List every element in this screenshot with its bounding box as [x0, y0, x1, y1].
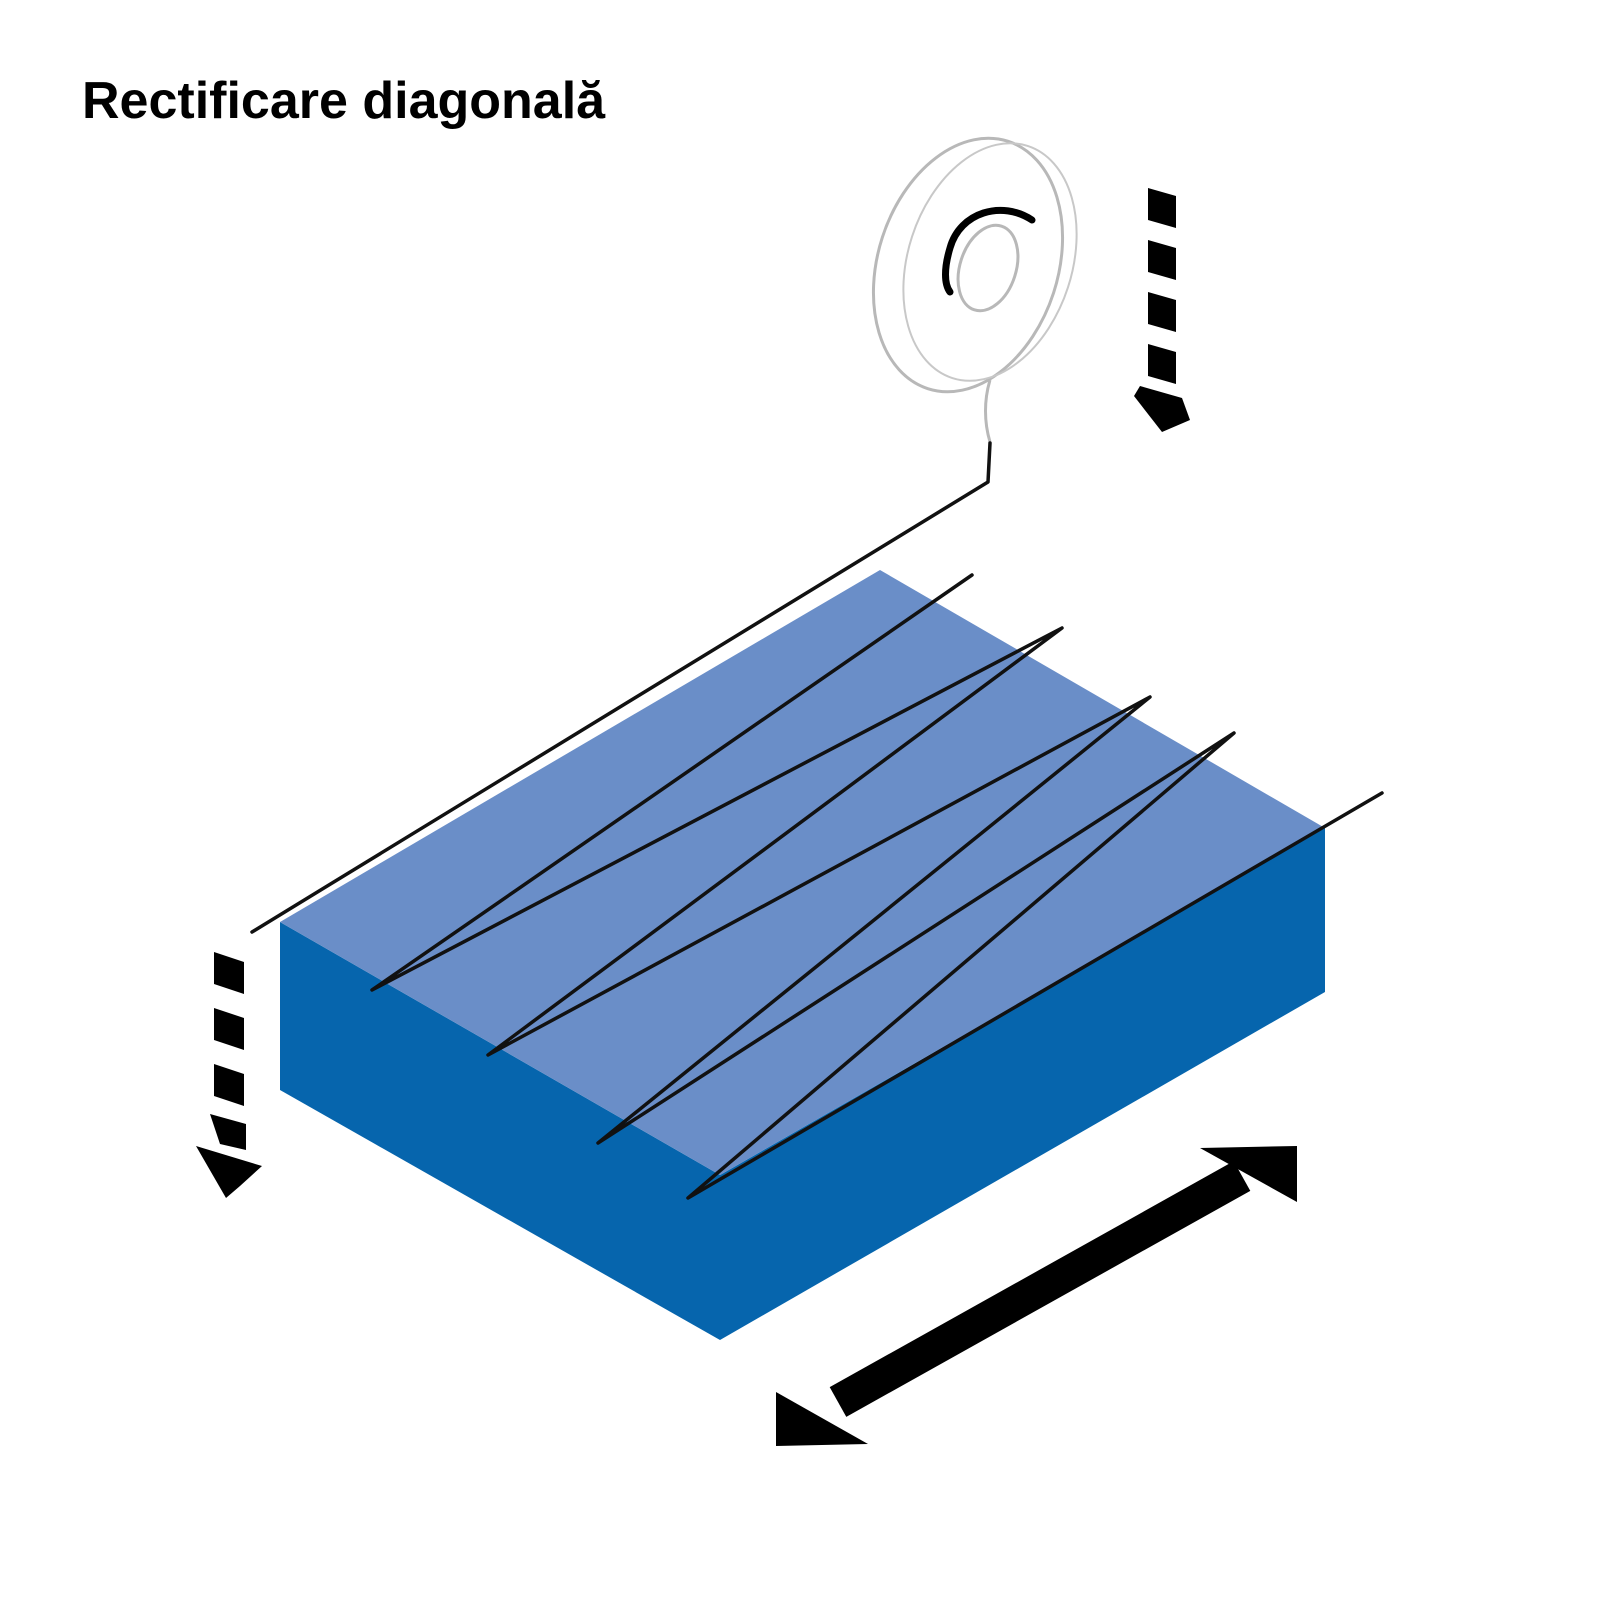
- page-title: Rectificare diagonală: [82, 72, 606, 130]
- tool-path: [250, 441, 1384, 1200]
- workpiece-block: [280, 570, 1325, 1340]
- block-front-face: [280, 922, 720, 1340]
- dashed-down-arrow-icon: [196, 952, 262, 1198]
- double-headed-arrow-icon: [776, 1146, 1297, 1446]
- grinding-wheel-icon: [871, 136, 1078, 443]
- dashed-down-arrow-icon: [1134, 188, 1190, 432]
- block-top-face: [280, 570, 1325, 1175]
- block-right-face: [720, 828, 1325, 1340]
